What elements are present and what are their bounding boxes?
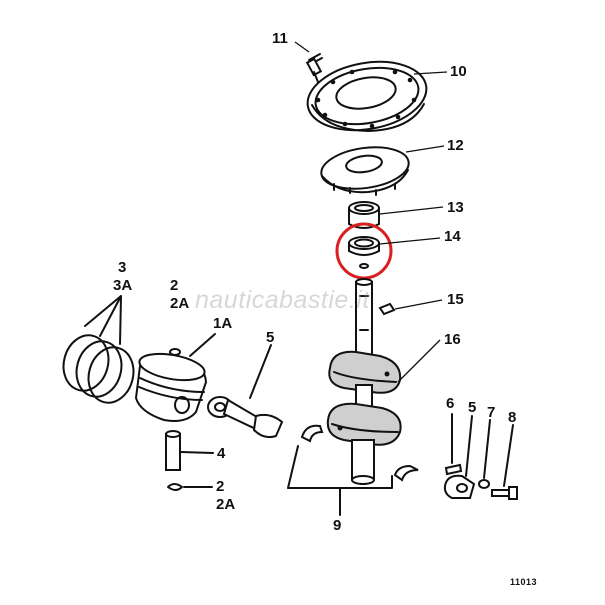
part-3-piston-rings xyxy=(62,295,135,404)
label-15: 15 xyxy=(447,291,464,308)
label-10: 10 xyxy=(450,63,467,80)
part-15-key xyxy=(378,302,396,316)
part-5-cap xyxy=(443,415,476,499)
part-11-screw xyxy=(305,53,323,83)
label-2-bottom: 2 xyxy=(216,478,225,495)
leader-lines xyxy=(294,41,448,383)
label-2-top: 2 xyxy=(170,277,179,294)
label-8: 8 xyxy=(508,409,517,426)
part-2-clip-bottom xyxy=(167,483,213,491)
part-16-crankshaft xyxy=(326,278,402,485)
label-5-left: 5 xyxy=(266,329,275,346)
part-10-cover-plate xyxy=(306,60,428,132)
label-13: 13 xyxy=(447,199,464,216)
label-11: 11 xyxy=(272,30,288,47)
part-7-washer xyxy=(478,419,491,489)
label-2a-top: 2A xyxy=(170,295,190,312)
label-4: 4 xyxy=(217,445,226,462)
part-5-connecting-rod xyxy=(207,344,284,439)
label-12: 12 xyxy=(447,137,464,154)
label-6: 6 xyxy=(446,395,455,412)
part-2-clip-top xyxy=(169,348,181,356)
label-2a-bottom: 2A xyxy=(216,496,236,513)
part-14-bearing xyxy=(348,236,380,269)
part-9-bearing-halves xyxy=(287,424,419,516)
label-14: 14 xyxy=(444,228,461,245)
drawing-code: 11013 xyxy=(510,577,538,587)
label-3: 3 xyxy=(118,259,127,276)
label-1a: 1A xyxy=(213,315,233,332)
watermark-text: nauticabastie.it xyxy=(195,286,370,314)
part-8-bolt xyxy=(491,424,518,500)
part-4-wrist-pin xyxy=(165,430,214,471)
label-3a: 3A xyxy=(113,277,133,294)
label-7: 7 xyxy=(487,404,496,421)
label-9: 9 xyxy=(333,517,342,534)
label-16: 16 xyxy=(444,331,461,348)
label-5-right: 5 xyxy=(468,399,477,416)
part-1a-piston xyxy=(134,333,216,422)
part-6-bolt-small xyxy=(444,413,463,476)
part-13-bushing xyxy=(348,201,380,229)
part-12-seal-plate xyxy=(320,146,410,196)
